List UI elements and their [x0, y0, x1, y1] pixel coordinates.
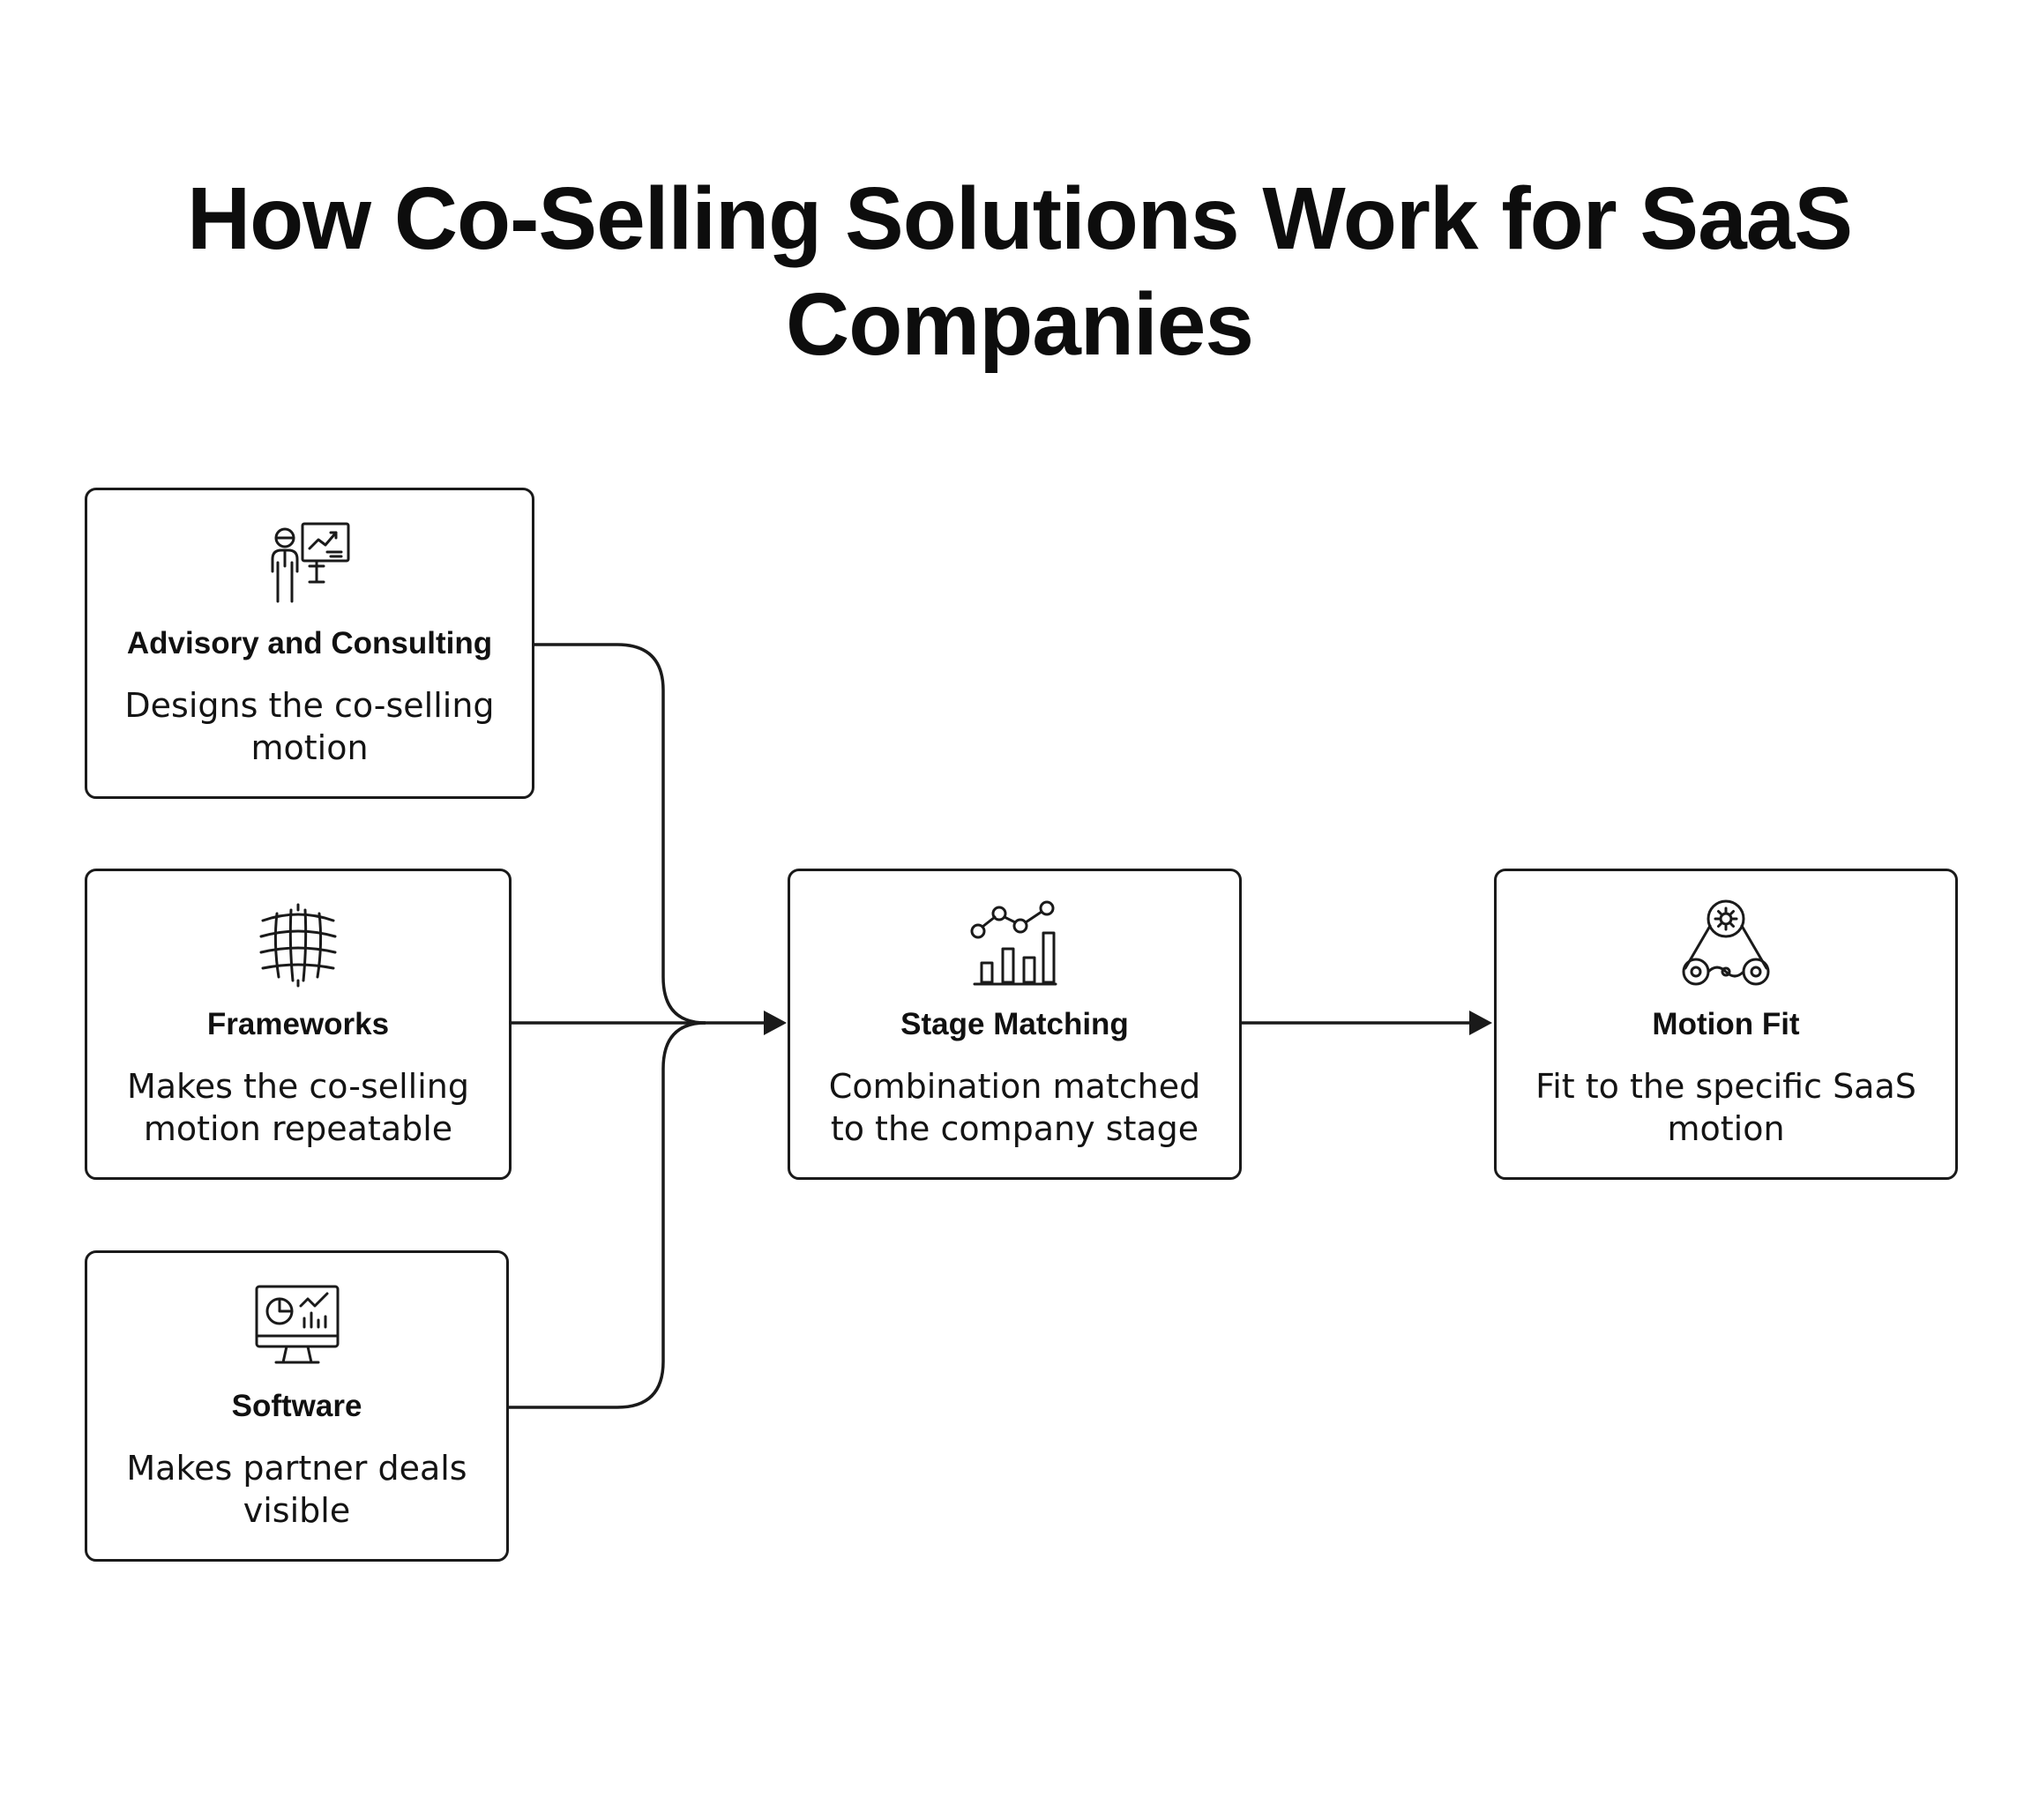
node-description: Combination matched to the company stage [828, 1067, 1201, 1148]
diagram-title: How Co-Selling Solutions Work for SaaS C… [186, 169, 1853, 374]
edge-advisory-to-stage [534, 643, 706, 1025]
grid-framework-icon [252, 898, 344, 989]
node-title: Stage Matching [900, 1007, 1129, 1041]
analytics-monitor-icon [251, 1279, 343, 1371]
node-frameworks: Frameworks Makes the co-selling motion r… [85, 869, 512, 1180]
arrowhead-into-stage [764, 1011, 787, 1035]
node-motion-fit: Motion Fit Fit to the specific SaaS moti… [1494, 869, 1958, 1180]
node-description: Fit to the specific SaaS motion [1535, 1067, 1916, 1148]
node-title: Motion Fit [1652, 1007, 1800, 1041]
node-software: Software Makes partner deals visible [85, 1250, 509, 1562]
node-title: Software [231, 1389, 362, 1423]
arrowhead-into-motion [1469, 1011, 1492, 1035]
node-description: Makes the co-selling motion repeatable [126, 1067, 470, 1148]
node-stage-matching: Stage Matching Combination matched to th… [788, 869, 1242, 1180]
growth-chart-icon [969, 898, 1061, 989]
node-title: Advisory and Consulting [126, 626, 493, 660]
node-advisory: Advisory and Consulting Designs the co-s… [85, 488, 534, 799]
consultant-presentation-icon [264, 517, 355, 608]
gear-pulley-icon [1680, 898, 1772, 989]
node-description: Designs the co-selling motion [124, 686, 495, 767]
node-title: Frameworks [206, 1007, 390, 1041]
edge-software-to-stage [509, 1021, 706, 1409]
node-description: Makes partner deals visible [126, 1449, 467, 1530]
